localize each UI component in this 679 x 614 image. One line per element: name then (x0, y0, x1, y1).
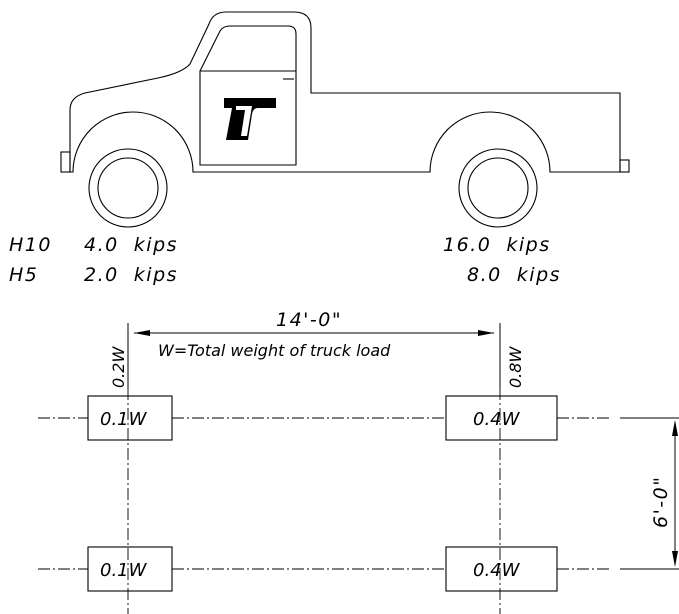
front-bottom-wheel-box (87, 546, 173, 592)
txdot-t-logo-icon (224, 98, 276, 140)
front-bumper (60, 151, 71, 173)
rear-h5-value: 8.0 kips (467, 264, 561, 286)
plan-view: 0.1W 0.4W 0.1W 0.4W 14'-0" W=Total weigh… (38, 309, 679, 614)
front-h10-label: H10 (9, 234, 52, 256)
truck-elevation (60, 11, 630, 228)
rear-top-wheel-box (445, 395, 558, 441)
wheelbase-dimension (134, 330, 494, 336)
rear-h10-value: 16.0 kips (443, 234, 551, 256)
rear-top-wheel-share: 0.4W (473, 409, 521, 430)
rear-bottom-wheel-share: 0.4W (473, 560, 521, 581)
axle-width-label: 6'-0" (650, 476, 672, 529)
front-axle-share: 0.2W (109, 346, 128, 388)
front-bottom-wheel-share: 0.1W (100, 560, 148, 581)
front-wheel (88, 148, 168, 228)
front-h10-value: 4.0 kips (84, 234, 178, 256)
front-h5-value: 2.0 kips (84, 264, 178, 286)
total-weight-note: W=Total weight of truck load (158, 341, 391, 360)
rear-bumper (619, 159, 630, 173)
front-h5-label: H5 (9, 264, 38, 286)
cab-door (199, 70, 297, 166)
rear-wheel (458, 148, 538, 228)
front-top-wheel-box (87, 395, 173, 441)
rear-bottom-wheel-box (445, 546, 558, 592)
wheelbase-label: 14'-0" (276, 309, 342, 331)
truck-body-outline (69, 11, 621, 173)
rear-axle-share: 0.8W (506, 346, 525, 388)
cab-window-frame (199, 25, 297, 72)
front-top-wheel-share: 0.1W (100, 409, 148, 430)
axle-width-dimension (620, 417, 679, 570)
